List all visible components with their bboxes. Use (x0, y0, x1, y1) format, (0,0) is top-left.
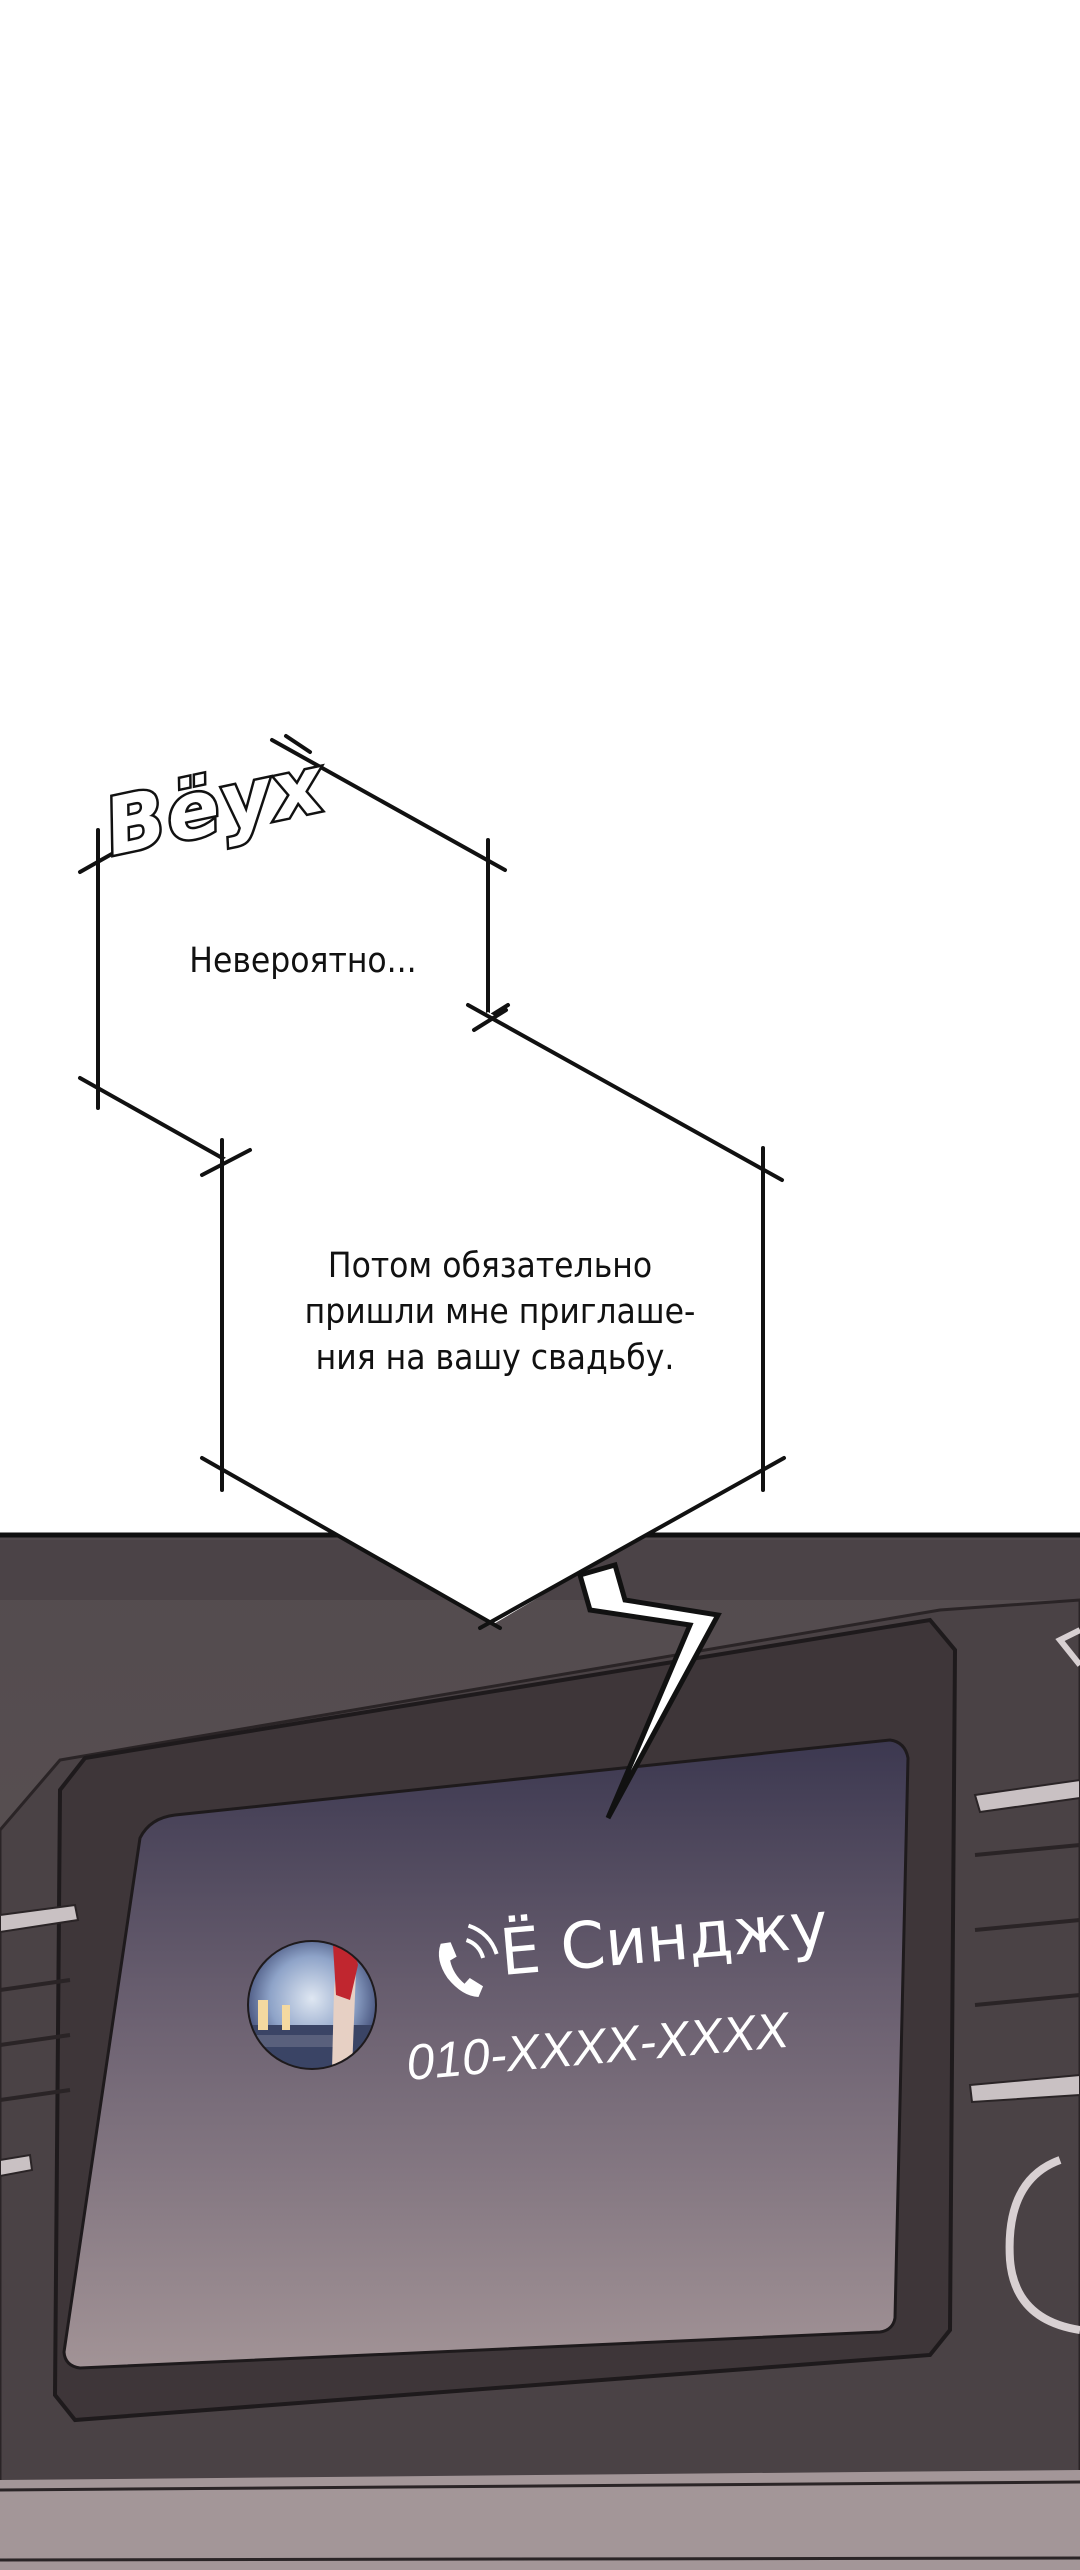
right-air-vent (968, 1627, 1080, 2334)
car-screen (62, 1738, 910, 2370)
speech-bubble-1: Невероятно... (78, 734, 510, 1170)
speech-text-2-line-2: пришли мне приглаше- (305, 1292, 696, 1332)
dashboard-panel (0, 1532, 1080, 2570)
left-air-vent (0, 1903, 80, 2178)
speech-text-2-line-1: Потом обязательно (328, 1246, 652, 1286)
speech-text-2-line-3: ния на вашу свадьбу. (316, 1338, 675, 1378)
speech-text-1: Невероятно... (189, 941, 416, 981)
speech-tail (576, 1561, 722, 1820)
speech-bubble-2: Потом обязательно пришли мне приглаше- н… (200, 1003, 786, 1820)
phone-ringing-icon (438, 1923, 499, 1997)
